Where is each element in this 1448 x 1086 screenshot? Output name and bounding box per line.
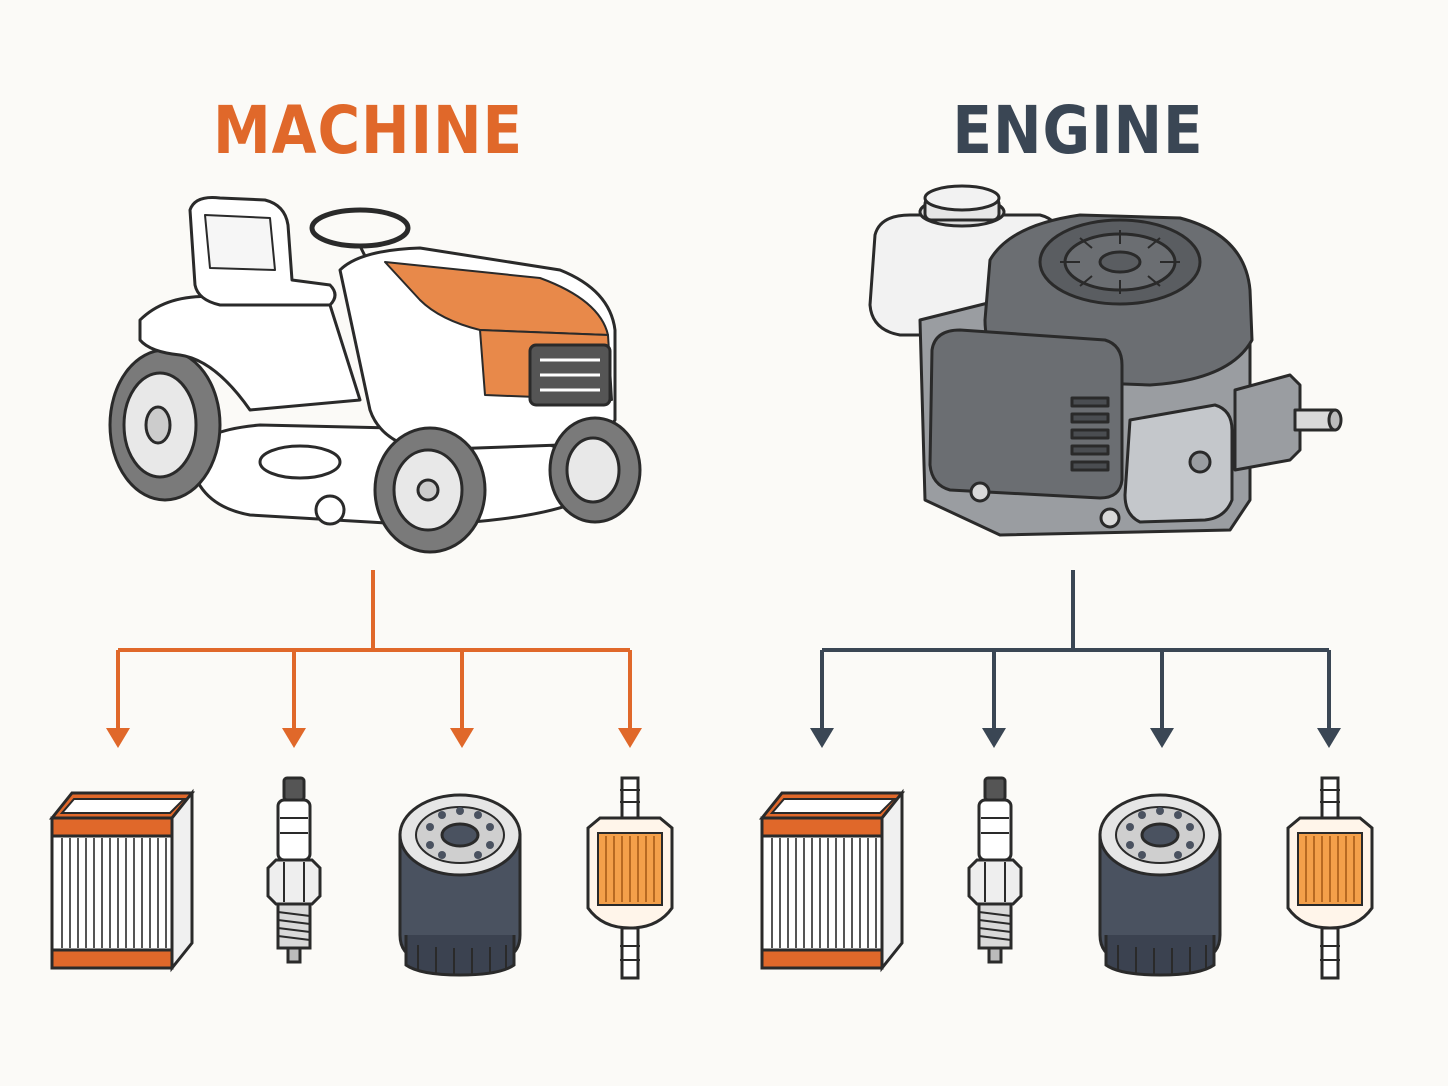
machine-heading: MACHINE [212, 92, 524, 169]
engine-heading: ENGINE [952, 92, 1204, 169]
engine-air-filter-icon [760, 791, 904, 970]
machine-connector-tree [116, 570, 632, 730]
machine-spark-plug-icon [266, 776, 322, 964]
machine-connector-arrowheads [106, 728, 642, 748]
small-engine-illustration [868, 184, 1343, 537]
engine-oil-filter-icon [1098, 793, 1222, 977]
machine-oil-filter-icon [398, 793, 522, 977]
engine-connector-arrowheads [810, 728, 1341, 748]
engine-fuel-filter-icon [1286, 776, 1374, 980]
riding-lawn-mower-illustration [108, 196, 642, 554]
machine-air-filter-icon [50, 791, 194, 970]
machine-fuel-filter-icon [586, 776, 674, 980]
engine-spark-plug-icon [967, 776, 1023, 964]
engine-connector-tree [820, 570, 1331, 730]
